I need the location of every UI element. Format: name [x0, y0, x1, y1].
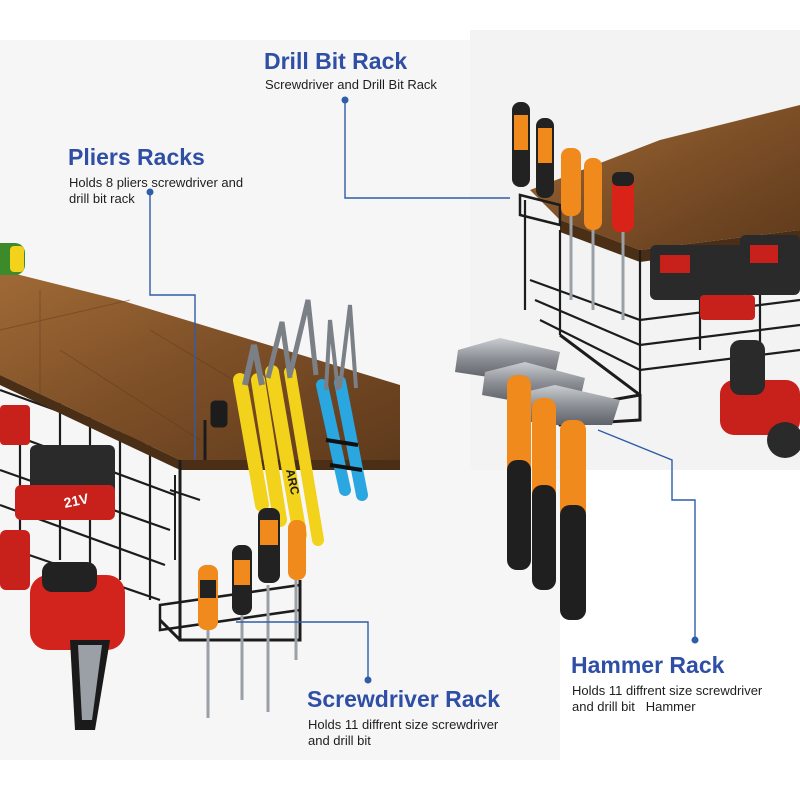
pliers-rack-frame	[158, 400, 302, 642]
front-screwdrivers	[198, 508, 306, 718]
callout-anchor-dots	[146, 96, 699, 684]
battery-voltage-label: 21V	[62, 490, 90, 511]
pliers-brand-mark: ARC	[283, 468, 302, 497]
green-handle-tool	[0, 243, 25, 275]
drill-bit-rack-screwdrivers	[512, 102, 634, 320]
blue-pliers-set	[316, 304, 368, 501]
pliers-racks-description-line1: Holds 8 pliers screwdriver and	[69, 175, 244, 190]
pliers-racks-description-line2: drill bit rack	[69, 191, 135, 206]
screwdriver-rack-description-line1: Holds 11 diffrent size screwdriver	[308, 717, 499, 732]
hammer-rack-description-line1: Holds 11 diffrent size screwdriver	[572, 683, 763, 698]
left-battery-packs: 21V	[0, 405, 115, 520]
power-drill	[720, 340, 800, 458]
hammers	[455, 338, 620, 620]
yellow-pliers-set: ARC	[233, 299, 324, 546]
drill-bit-rack-description: Screwdriver and Drill Bit Rack	[265, 77, 437, 92]
callout-leader-lines	[149, 100, 696, 680]
mini-chainsaw	[0, 530, 125, 730]
screwdriver-rack-title: Screwdriver Rack	[307, 686, 501, 712]
drill-bit-rack-title: Drill Bit Rack	[264, 48, 408, 74]
right-wire-shelf	[518, 193, 800, 395]
right-shelf-edge	[560, 220, 800, 262]
right-battery-packs	[650, 235, 800, 320]
hammer-rack-title: Hammer Rack	[571, 652, 725, 678]
screwdriver-rack-description-line2: and drill bit	[308, 733, 371, 748]
hammer-rack-description-line2: and drill bit Hammer	[572, 699, 696, 714]
pliers-racks-title: Pliers Racks	[68, 144, 205, 170]
